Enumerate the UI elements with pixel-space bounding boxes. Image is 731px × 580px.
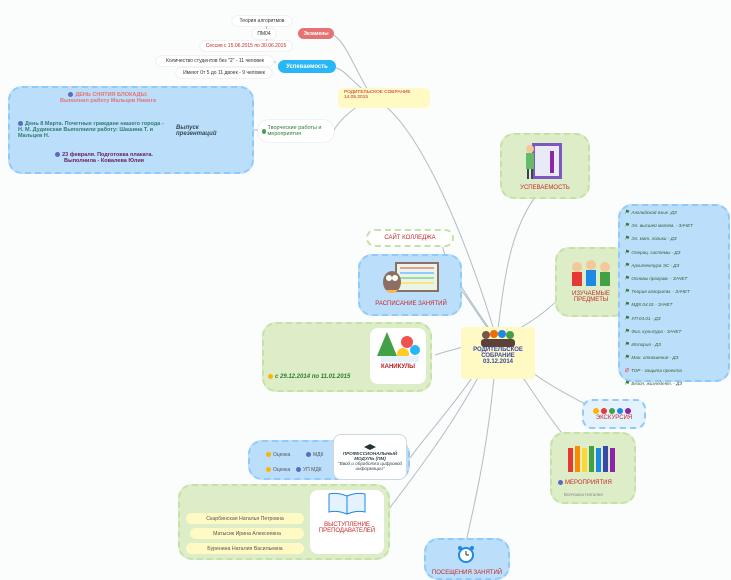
holidays-branch[interactable]: КАНИКУЛЫ [370,328,426,384]
subjects-branch[interactable]: ИЗУЧАЕМЫЕ ПРЕДМЕТЫ [555,247,627,317]
subject-item[interactable]: ⚑Операц. системы - ДЗ [624,249,681,256]
graduation-cap-icon [364,443,376,450]
students-icon [572,260,610,286]
holidays-label: КАНИКУЛЫ [380,364,416,370]
exams-node[interactable]: Экзамены [298,28,334,39]
subject-item[interactable]: ⚑Безоп. жизнедеят. - ДЗ [624,381,683,388]
subjects-label: ИЗУЧАЕМЫЕ ПРЕДМЕТЫ [572,291,610,303]
module-grade-1[interactable]: Оценка [266,452,290,458]
events-sub-label: Волчанка Наталия [564,492,603,497]
progress-item-has-twos[interactable]: Имеют 0т 5 до 11 двоек - 9 человек [176,68,272,78]
creative-item-march8[interactable]: День 8 Марта. Почетные граждане нашего г… [18,121,164,139]
subject-item[interactable]: ⚑Эл. мат. логики - ДЗ [624,236,677,243]
teachers-branch[interactable]: ВЫСТУПЛЕНИЕ ПРЕПОДАВАТЕЛЕЙ [310,490,384,554]
teacher-item-burenina[interactable]: Буренина Наталия Васильевна [186,543,304,554]
presentations-group [8,86,254,174]
exam-item-algorithms[interactable]: Теория алгоритмов [232,16,292,26]
excursion-node[interactable]: ЭКСКУРСИЯ [582,399,646,429]
module-mdk-1[interactable]: МДК [306,452,323,458]
alarm-clock-icon [458,546,474,563]
exam-item-session[interactable]: Сессия с 15.06.2015 по 30.06.2015 [200,41,292,51]
teacher-item-matysik[interactable]: Матысик Ирина Алексеевна [190,528,304,539]
module-title: ПРОФЕССИОНАЛЬНЫЙ МОДУЛЬ (ПМ) [342,450,398,461]
subject-item[interactable]: ⚑Английский язык -ДЗ [624,210,677,216]
events-branch[interactable]: МЕРОПРИЯТИЯ Волчанка Наталия [550,432,636,504]
meeting-note-node[interactable]: РОДИТЕЛЬСКОЕ СОБРАНИЕ 14.05.2015 [338,88,430,108]
subject-item[interactable]: ⚑Эл. высшей матем. - ЗАЧЕТ [624,223,693,230]
winter-scene-icon [377,332,420,362]
center-date: 03.12.2014 [482,359,514,365]
teachers-label: ВЫСТУПЛЕНИЕ ПРЕПОДАВАТЕЛЕЙ [318,522,376,534]
events-label: МЕРОПРИЯТИЯ [558,480,630,486]
subject-item[interactable]: ⚑Архитектура ЭС - ДЗ [624,262,680,269]
open-book-icon [328,492,366,515]
college-site-node[interactable]: САЙТ КОЛЛЕДЖА [366,229,454,247]
meeting-note-title: РОДИТЕЛЬСКОЕ СОБРАНИЕ [344,90,411,95]
owl-board-icon [383,262,439,293]
subject-item[interactable]: ⚑Физ. культура - ЗАЧЕТ [624,328,682,335]
module-node[interactable]: ПРОФЕССИОНАЛЬНЫЙ МОДУЛЬ (ПМ) "Ввод и обр… [333,434,407,480]
module-grade-2[interactable]: Оценка [266,467,290,473]
people-group-icon [481,330,515,347]
subject-item[interactable]: ⚑История - ДЗ [624,341,662,348]
meeting-note-date: 14.05.2015 [344,95,369,100]
creative-works-node[interactable]: Творческие работы и мероприятия [258,120,334,142]
creative-item-blockade[interactable]: ДЕНЬ СНЯТИЯ БЛОКАДЫ: Выполнил работу Мал… [59,92,157,104]
progress-item-no-twos[interactable]: Количество студентов без "2" - 11 челове… [156,56,274,66]
presentations-label[interactable]: Выпуск презентаций [176,125,217,137]
creative-item-feb23[interactable]: 23 февраля. Подготовка плаката. Выполнил… [44,152,164,164]
performance-label: УСПЕВАЕМОСТЬ [520,185,570,191]
attendance-label: ПОСЕЩЕНИЯ ЗАНЯТИЙ [431,570,503,576]
subject-item[interactable]: ⚑Теория алгоритм. - ЗАЧЕТ [624,289,690,296]
teacher-item-skarbinskaya[interactable]: Скарбинская Наталья Петровна [186,513,304,524]
exam-item-pm04[interactable]: ПМ04 [252,29,276,39]
chart-board-icon [526,143,562,179]
subject-item[interactable]: ⚑Основы програм. - ЗАЧЕТ [624,275,688,282]
holidays-dates[interactable]: с 29.12.2014 по 11.01.2015 [268,374,368,380]
schedule-branch[interactable]: РАСПИСАНИЕ ЗАНЯТИЙ [358,254,462,316]
subjects-list: ⚑Английский язык -ДЗ ⚑Эл. высшей матем. … [618,204,730,387]
module-mdk-2[interactable]: УП МДК [296,467,322,473]
attendance-branch[interactable]: ПОСЕЩЕНИЯ ЗАНЯТИЙ [424,538,510,580]
subject-item[interactable]: ⊘ТОР - защита проекта [624,368,682,375]
kids-row-icon [593,408,631,414]
performance-branch[interactable]: УСПЕВАЕМОСТЬ [500,133,590,199]
center-node[interactable]: РОДИТЕЛЬСКОЕ СОБРАНИЕ 03.12.2014 [461,327,535,379]
center-title: РОДИТЕЛЬСКОЕ СОБРАНИЕ [473,347,523,359]
progress-node[interactable]: Успеваемость [278,60,336,73]
subject-item[interactable]: ⚑МДК 04.01 - ЗАЧЕТ [624,302,673,309]
subject-item[interactable]: ⚑Ман. отношения - ДЗ [624,355,679,362]
crowd-icon [568,446,615,472]
module-subtitle: "Ввод и обработка цифровой информации" [338,460,402,471]
schedule-label: РАСПИСАНИЕ ЗАНЯТИЙ [375,301,447,307]
subject-item[interactable]: ⚑УП 04.01 - ДЗ [624,315,661,322]
excursion-label: ЭКСКУРСИЯ [595,415,633,421]
